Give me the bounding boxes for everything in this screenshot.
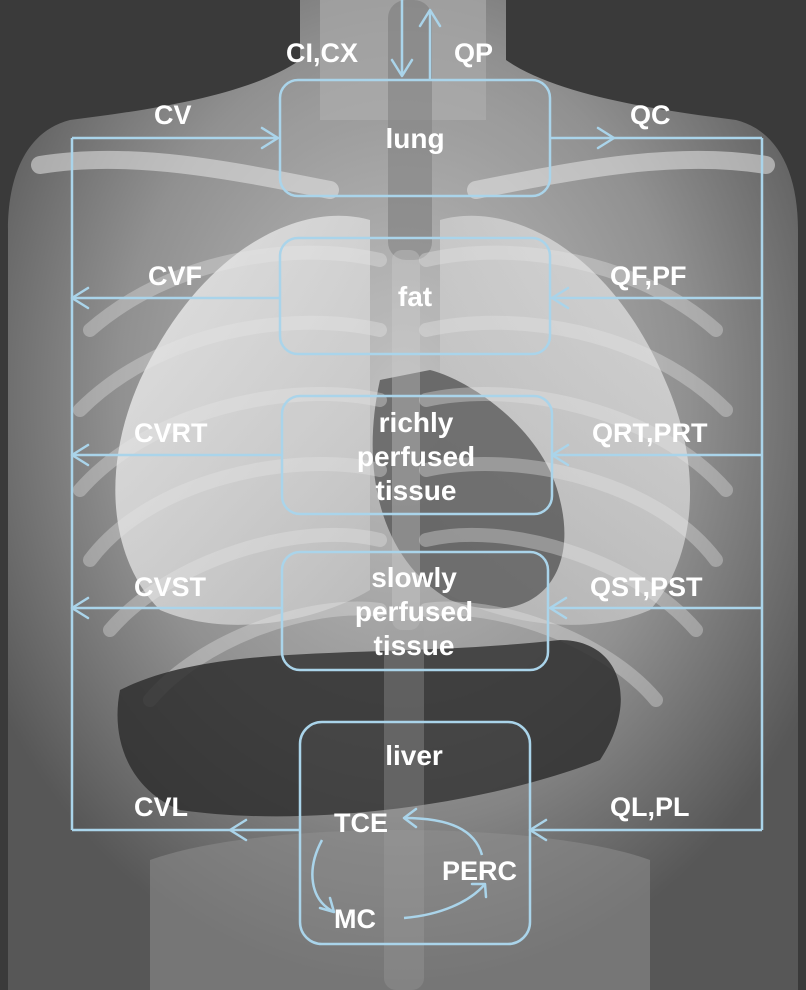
slowly-line-1: slowly [371,562,457,593]
qf-label: QF,PF [610,261,687,291]
mc-label: MC [334,904,376,934]
liver-label: liver [385,740,443,771]
cvst-label: CVST [134,572,207,602]
richly-line-3: tissue [376,475,457,506]
lung-label: lung [385,123,444,154]
perc-label: PERC [442,856,517,886]
lung-out-label: QP [454,38,493,68]
tce-label: TCE [334,808,388,838]
qrt-label: QRT,PRT [592,418,708,448]
cvrt-label: CVRT [134,418,208,448]
lung-in-label: CI,CX [286,38,358,68]
qst-label: QST,PST [590,572,703,602]
cvl-label: CVL [134,792,188,822]
slowly-line-3: tissue [374,630,455,661]
qc-label: QC [630,100,671,130]
richly-line-1: richly [379,407,454,438]
cvf-label: CVF [148,261,202,291]
richly-line-2: perfused [357,441,475,472]
fat-label: fat [398,281,432,312]
slowly-line-2: perfused [355,596,473,627]
cv-label: CV [154,100,192,130]
ql-label: QL,PL [610,792,690,822]
